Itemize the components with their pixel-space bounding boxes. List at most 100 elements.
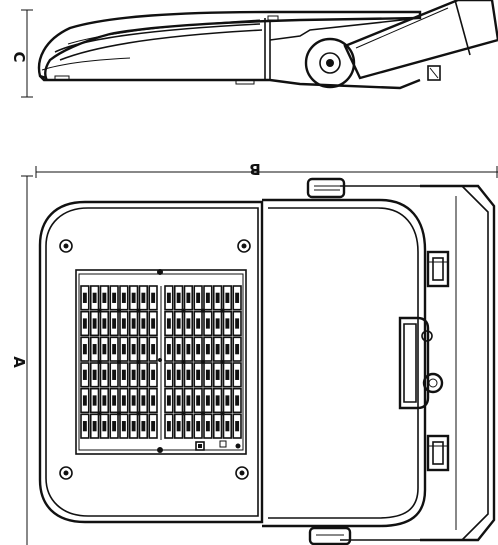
led-chip bbox=[186, 344, 191, 355]
led-chip bbox=[82, 395, 87, 406]
led-chip bbox=[235, 292, 240, 303]
led-module bbox=[75, 269, 247, 455]
led-chip bbox=[102, 421, 107, 432]
led-cell bbox=[119, 387, 129, 414]
led-cell bbox=[222, 362, 233, 388]
led-chip bbox=[215, 344, 220, 355]
led-chip bbox=[82, 318, 87, 329]
led-cell bbox=[183, 336, 194, 362]
led-chip bbox=[112, 292, 117, 303]
led-chip bbox=[196, 344, 201, 355]
led-cell bbox=[212, 336, 223, 362]
led-cell bbox=[89, 285, 100, 311]
led-chip bbox=[166, 395, 171, 406]
led-cell bbox=[203, 413, 213, 439]
led-cell bbox=[173, 387, 184, 414]
led-cell bbox=[148, 362, 158, 388]
led-chip bbox=[176, 292, 181, 303]
led-cell bbox=[183, 387, 194, 414]
led-chip bbox=[92, 395, 97, 406]
led-cell bbox=[232, 413, 242, 439]
led-chip bbox=[102, 318, 107, 329]
led-chip bbox=[151, 292, 156, 303]
led-cell bbox=[183, 285, 194, 311]
led-cell bbox=[89, 413, 100, 439]
led-chip bbox=[82, 421, 87, 432]
led-chip bbox=[92, 344, 97, 355]
led-cell bbox=[128, 310, 139, 337]
led-cell bbox=[128, 387, 139, 414]
led-cell bbox=[80, 413, 90, 439]
led-chip bbox=[235, 395, 240, 406]
led-cell bbox=[138, 310, 149, 337]
led-cell bbox=[80, 336, 90, 362]
dimension-b: B bbox=[35, 160, 498, 178]
led-cell bbox=[119, 310, 129, 337]
led-cell bbox=[89, 387, 100, 414]
led-cell bbox=[173, 362, 184, 388]
led-chip bbox=[131, 344, 136, 355]
led-chip bbox=[166, 344, 171, 355]
pivot-cap-bottom bbox=[308, 526, 352, 545]
led-chip bbox=[121, 318, 126, 329]
led-chip bbox=[176, 318, 181, 329]
led-cell bbox=[99, 387, 110, 414]
led-chip bbox=[131, 292, 136, 303]
bottom-view bbox=[38, 177, 496, 545]
led-cell bbox=[203, 285, 213, 311]
led-chip bbox=[235, 421, 240, 432]
cable-gland bbox=[398, 316, 444, 410]
led-chip bbox=[215, 292, 220, 303]
led-cell bbox=[89, 362, 100, 388]
led-cell bbox=[222, 413, 233, 439]
led-cell bbox=[109, 413, 119, 439]
led-chip bbox=[225, 421, 230, 432]
led-cell bbox=[232, 285, 242, 311]
led-chip bbox=[131, 395, 136, 406]
led-cell bbox=[119, 285, 129, 311]
led-cell bbox=[164, 387, 174, 414]
led-chip bbox=[205, 318, 210, 329]
led-cell bbox=[193, 362, 203, 388]
led-chip bbox=[225, 344, 230, 355]
led-chip bbox=[82, 369, 87, 380]
side-housing bbox=[37, 10, 422, 90]
led-cell bbox=[222, 310, 233, 337]
led-cell bbox=[99, 413, 110, 439]
led-cell bbox=[203, 387, 213, 414]
led-chip bbox=[176, 421, 181, 432]
led-chip bbox=[141, 421, 146, 432]
led-chip bbox=[102, 395, 107, 406]
led-chip bbox=[112, 421, 117, 432]
led-cell bbox=[212, 362, 223, 388]
led-chip bbox=[186, 395, 191, 406]
led-cell bbox=[212, 285, 223, 311]
led-chip bbox=[166, 292, 171, 303]
led-chip bbox=[102, 369, 107, 380]
led-cell bbox=[138, 387, 149, 414]
led-chip bbox=[121, 369, 126, 380]
dimension-a-label: A bbox=[10, 356, 28, 368]
led-cell bbox=[222, 285, 233, 311]
led-cell bbox=[119, 413, 129, 439]
led-chip bbox=[92, 318, 97, 329]
led-bank-right bbox=[164, 285, 242, 439]
led-cell bbox=[138, 362, 149, 388]
led-cell bbox=[80, 387, 90, 414]
led-cell bbox=[148, 310, 158, 337]
led-chip bbox=[186, 292, 191, 303]
led-chip bbox=[235, 344, 240, 355]
led-chip bbox=[151, 318, 156, 329]
led-cell bbox=[109, 362, 119, 388]
side-view: C bbox=[10, 0, 498, 98]
side-mount-arm bbox=[304, 0, 498, 89]
led-chip bbox=[215, 318, 220, 329]
led-cell bbox=[193, 336, 203, 362]
led-chip bbox=[112, 318, 117, 329]
led-cell bbox=[164, 413, 174, 439]
led-chip bbox=[112, 369, 117, 380]
led-cell bbox=[222, 387, 233, 414]
led-chip bbox=[131, 421, 136, 432]
led-cell bbox=[99, 285, 110, 311]
led-chip bbox=[225, 318, 230, 329]
